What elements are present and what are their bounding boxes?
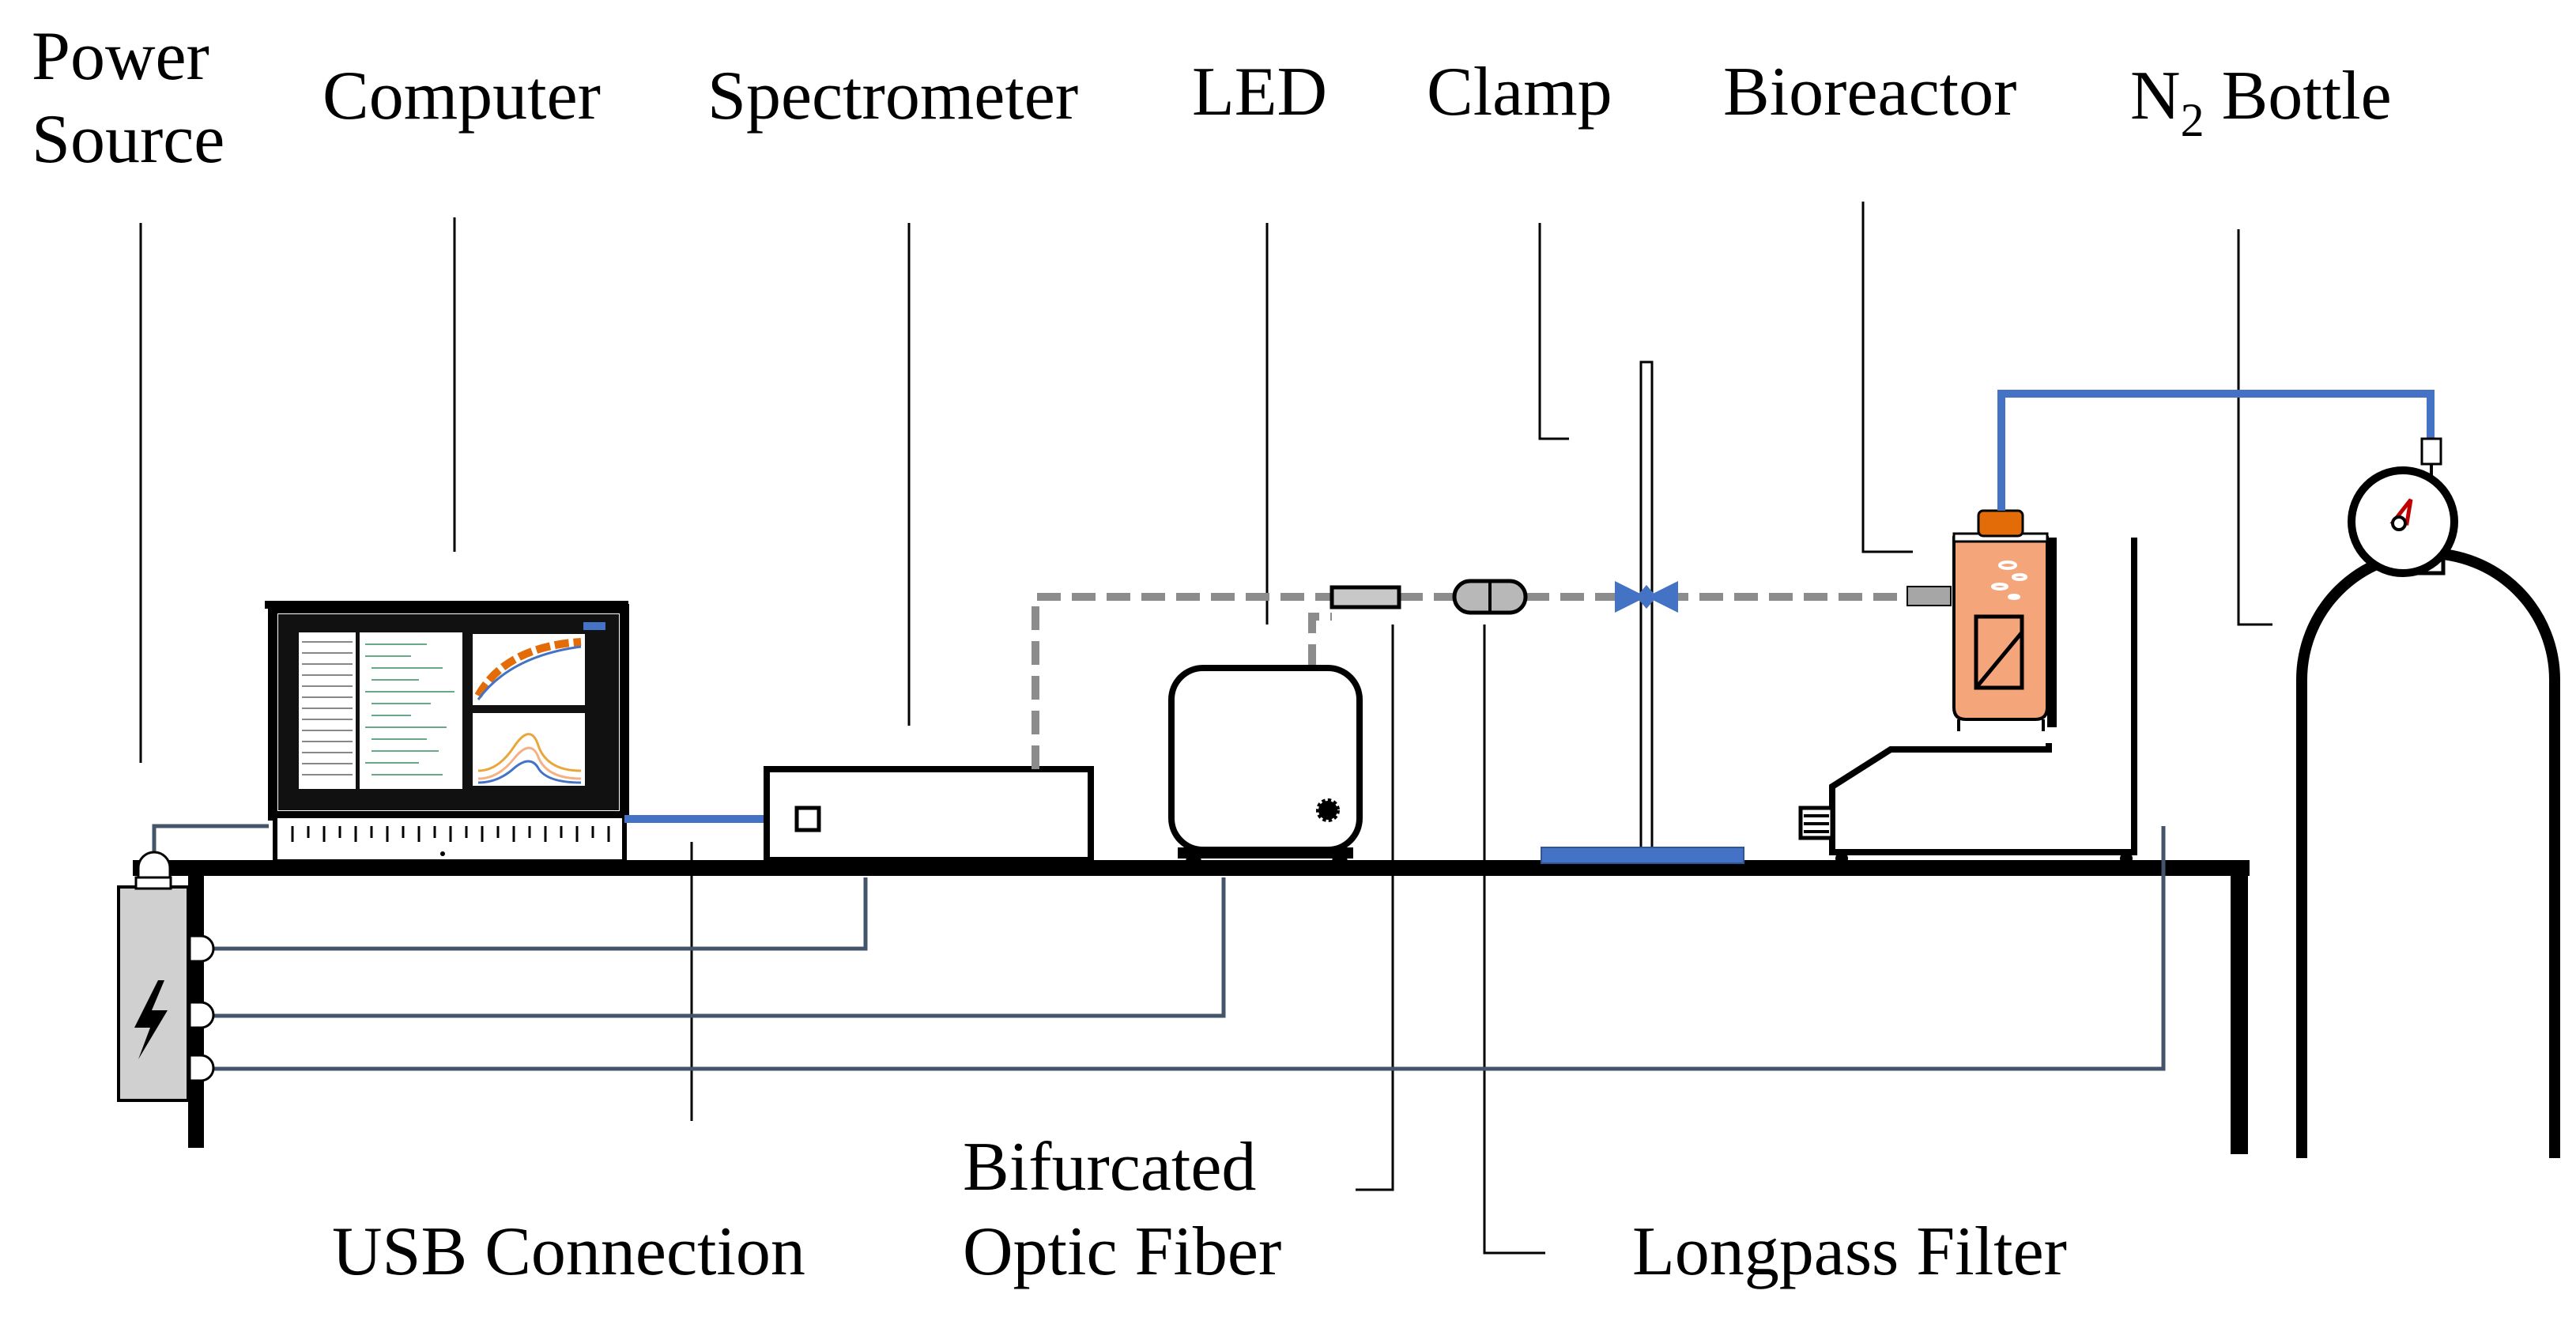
stir-plate-foot-left <box>1835 852 1848 865</box>
lightning-bolt-icon <box>134 980 168 1059</box>
screen-plot-bottom-curve-1 <box>477 746 582 780</box>
longpass-filter <box>1452 579 1528 615</box>
label-clamp: Clamp <box>1427 54 1612 130</box>
bioreactor-impeller-blade <box>1974 631 2023 689</box>
bioreactor-impeller <box>1974 614 2024 690</box>
screen-plot-top-fit <box>477 645 582 700</box>
screen-window-button <box>583 622 605 630</box>
label-bioreactor: Bioreactor <box>1723 54 2016 130</box>
bottle-valve <box>2420 437 2442 466</box>
label-power-source-line2: Source <box>32 101 224 178</box>
lab-bench <box>133 860 2250 1154</box>
label-spectrometer: Spectrometer <box>707 58 1078 134</box>
screen-file-lines <box>302 641 353 775</box>
power-plug-neck <box>134 876 172 890</box>
leader-lines <box>139 202 2272 1255</box>
screen-plot-bottom <box>473 713 585 786</box>
spectrometer <box>764 766 1094 863</box>
bioreactor <box>1907 509 2057 731</box>
stand-base <box>1541 847 1744 864</box>
cable-spectrometer <box>204 877 868 951</box>
n2-gas-line <box>1997 390 2435 511</box>
laptop-keys <box>291 826 610 842</box>
leader-bioreactor <box>1861 202 1913 553</box>
bioreactor-cap <box>1977 509 2024 538</box>
power-outlet-3 <box>188 1054 215 1082</box>
bioreactor-bubbles <box>1991 560 2027 600</box>
led-foot-right <box>1332 854 1348 870</box>
label-power-source-line1: Power <box>32 18 209 95</box>
clamp-stand <box>1541 360 1744 864</box>
leader-n2-bottle <box>2237 229 2272 626</box>
led-housing <box>1168 665 1363 853</box>
power-outlet-2 <box>188 1001 215 1029</box>
spectrometer-usb-port <box>794 806 821 832</box>
label-n2-suffix: Bottle <box>2204 58 2392 134</box>
bench-leg-right <box>2231 870 2248 1154</box>
label-bifurcated-line1: Bifurcated <box>963 1129 1256 1206</box>
label-computer: Computer <box>322 58 601 134</box>
led-source <box>1168 665 1363 870</box>
laptop-base <box>273 813 627 864</box>
n2-bottle <box>2296 437 2560 1158</box>
label-n2-prefix: N <box>2130 58 2181 134</box>
label-bifurcated-line2: Optic Fiber <box>963 1213 1281 1290</box>
gauge-pivot <box>2391 515 2407 531</box>
power-source <box>117 851 215 1102</box>
laptop-trackpad-dot <box>440 851 445 856</box>
label-longpass-filter: Longpass Filter <box>1632 1213 2067 1290</box>
power-plug-top <box>137 851 172 881</box>
screen-plot-top-curve <box>474 638 582 698</box>
knob-icon <box>1316 798 1340 822</box>
bottle-body <box>2296 548 2560 1158</box>
label-n2-bottle: N2 Bottle <box>2130 58 2392 146</box>
screen-plot-bottom-curve-3 <box>477 760 582 784</box>
label-led: LED <box>1192 54 1327 130</box>
cable-stir-plate <box>142 826 2166 1071</box>
clamp-jaw-right <box>1646 581 1678 613</box>
stir-plate-foot-right <box>2120 852 2133 865</box>
clamp-knob <box>1636 585 1657 609</box>
led-foot-left <box>1186 854 1201 870</box>
stir-plate-body <box>1829 538 2137 855</box>
stir-plate <box>1798 538 2137 855</box>
fiber-spectrometer-branch <box>1032 593 1332 769</box>
cable-led <box>204 877 1226 1018</box>
probe-holder <box>1907 586 1952 606</box>
clamp-jaw-left <box>1615 581 1646 613</box>
fiber-led-branch <box>1308 613 1332 668</box>
led-base-bar <box>1178 847 1353 859</box>
computer <box>265 601 629 864</box>
screen-file-list <box>299 632 356 789</box>
screen-plot-bottom-curve-2 <box>477 733 582 772</box>
label-n2-subscript: 2 <box>2181 94 2204 146</box>
leader-clamp <box>1538 223 1569 440</box>
optic-fiber <box>1032 593 1913 769</box>
fiber-bifurcation-junction <box>1329 585 1401 609</box>
leader-longpass-filter <box>1483 625 1545 1255</box>
label-usb-connection: USB Connection <box>332 1213 805 1290</box>
leader-bifurcated-fiber <box>1356 625 1394 1191</box>
power-outlet-1 <box>188 934 215 963</box>
screen-code-lines <box>365 643 454 775</box>
bioreactor-holder-back <box>2047 538 2057 727</box>
